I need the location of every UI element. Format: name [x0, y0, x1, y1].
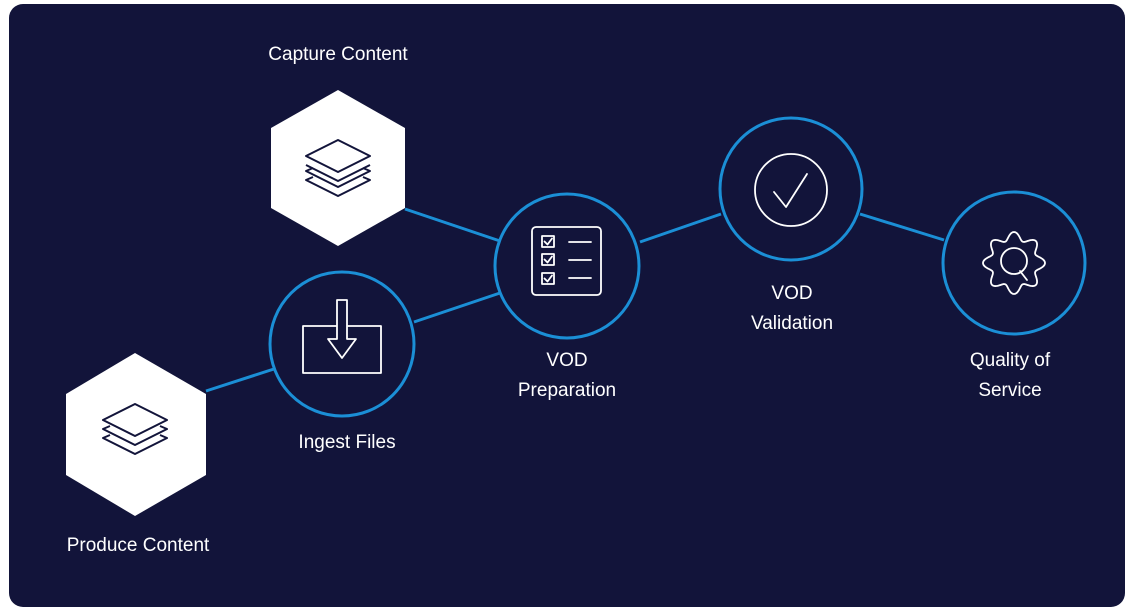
connector-capture-preparation — [404, 207, 501, 243]
checklist-icon — [531, 226, 602, 296]
produce-content-label: Produce Content — [66, 535, 210, 556]
gear-q-icon — [982, 231, 1046, 295]
connector-ingest-preparation — [413, 291, 501, 324]
capture-content-label: Capture Content — [268, 44, 408, 65]
layers-icon — [102, 403, 168, 455]
flow-diagram — [66, 90, 1087, 516]
vod-validation-node — [718, 116, 864, 262]
connector-preparation-validation — [639, 212, 722, 244]
node-circle — [718, 116, 864, 262]
node-circle — [941, 190, 1087, 336]
check-circle-icon — [754, 153, 828, 227]
vod-preparation-node — [493, 192, 641, 340]
connector-validation-quality — [859, 212, 945, 242]
ingest-files-node — [268, 270, 416, 418]
node-circle — [493, 192, 641, 340]
diagram-panel: Capture Content Produce Content Ingest F… — [9, 4, 1125, 607]
vod-preparation-label: VOD Preparation — [517, 350, 617, 401]
ingest-files-label: Ingest Files — [298, 432, 396, 453]
hexagon-shape — [271, 90, 405, 246]
quality-of-service-label: Quality of Service — [969, 350, 1051, 401]
download-tray-icon — [302, 299, 382, 374]
layers-icon — [305, 139, 371, 197]
vod-validation-label: VOD Validation — [750, 283, 834, 334]
quality-of-service-node — [941, 190, 1087, 336]
connector-produce-ingest — [205, 366, 278, 393]
produce-content-node — [66, 353, 206, 516]
capture-content-node — [271, 90, 405, 246]
